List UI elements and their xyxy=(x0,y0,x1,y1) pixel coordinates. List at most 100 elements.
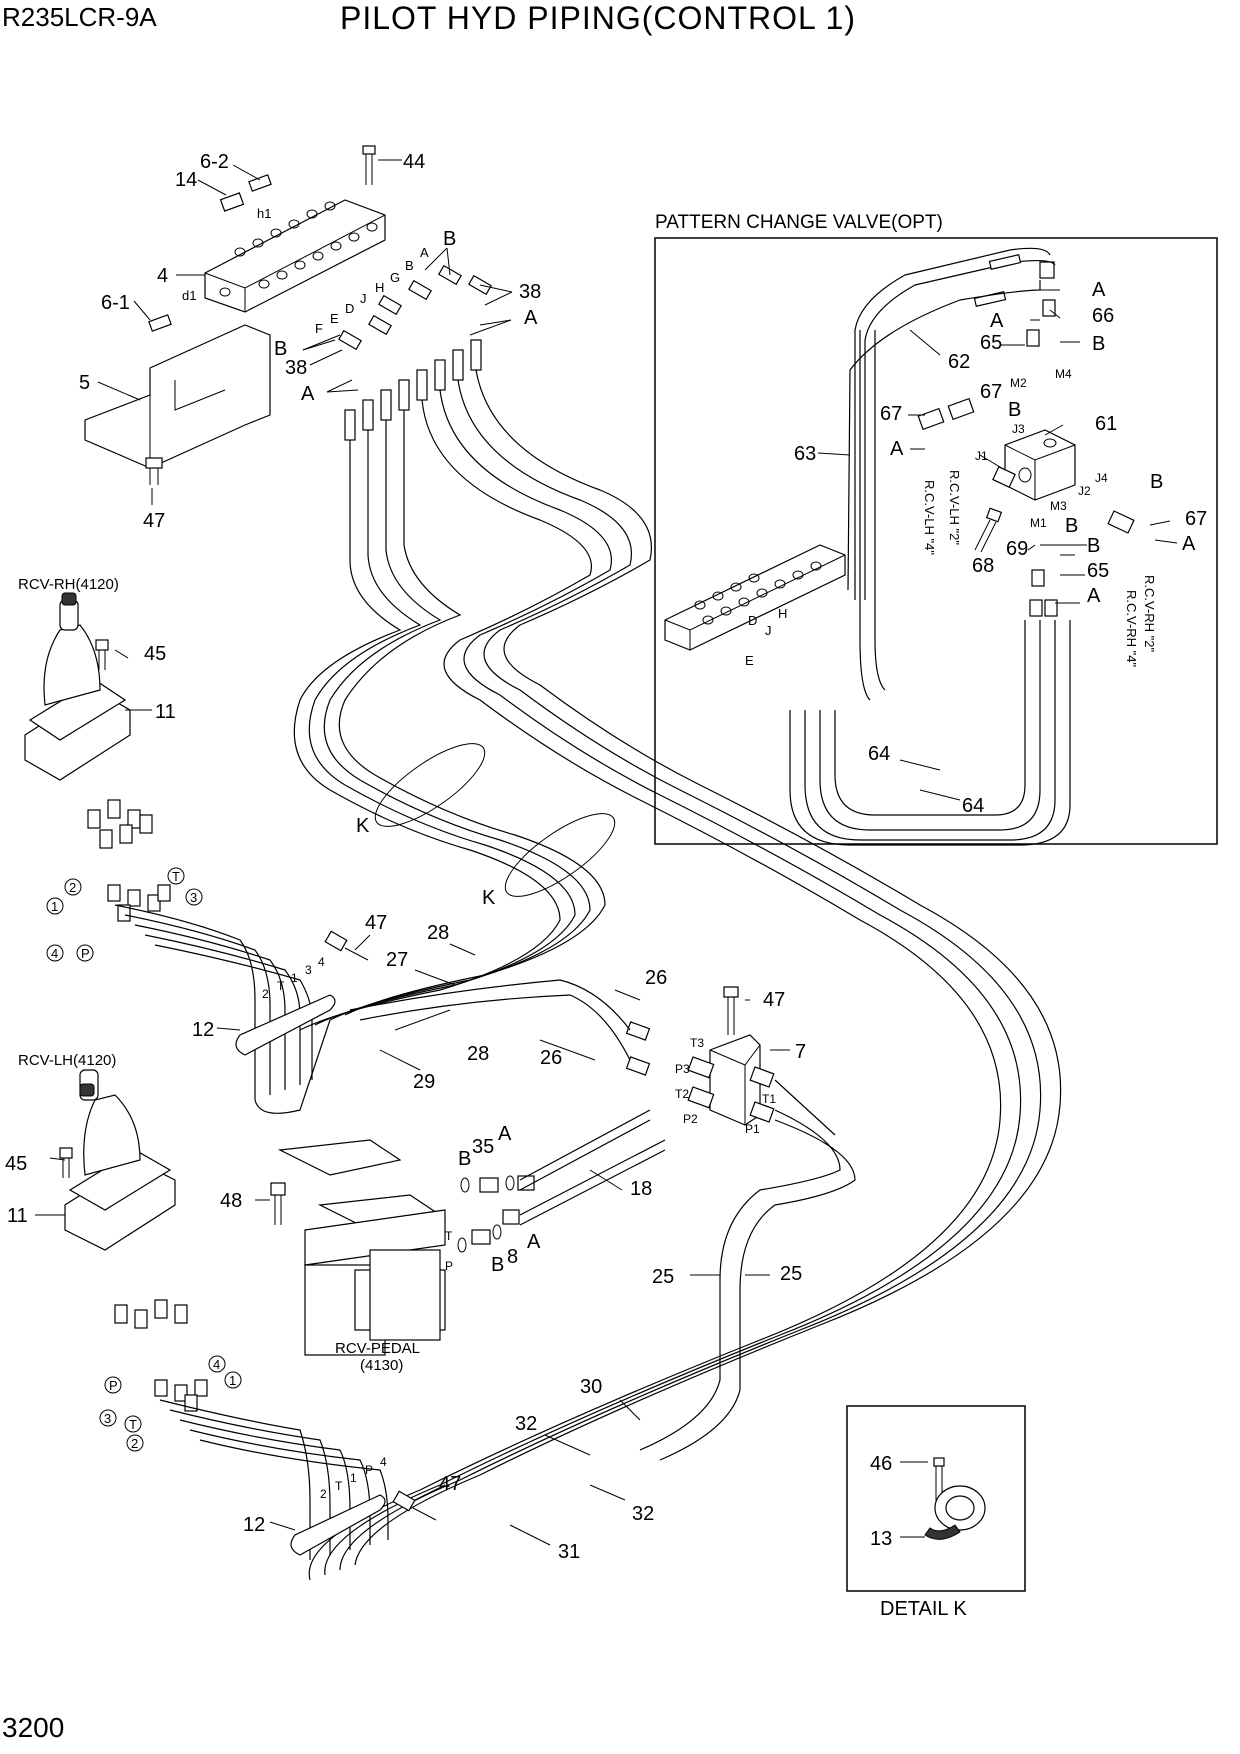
callout-63: 63 xyxy=(794,443,816,465)
callout-66: 66 xyxy=(1092,305,1114,327)
pipe-bundle-main xyxy=(293,369,652,791)
callout-6-1: 6-1 xyxy=(101,292,130,314)
callout-28-upper: 28 xyxy=(427,922,449,944)
block-port-p1: P1 xyxy=(745,1122,760,1136)
callout-45-lh: 45 xyxy=(5,1153,27,1175)
manifold-block xyxy=(204,199,386,313)
callout-32-lower: 32 xyxy=(632,1503,654,1525)
callout-65-lower: 65 xyxy=(1087,560,1109,582)
callout-67-right: 67 xyxy=(1185,508,1207,530)
rcv-rh-label: RCV-RH(4120) xyxy=(18,576,119,593)
pcv-port-m2: M2 xyxy=(1010,376,1027,390)
callout-47-lh-clamp: 47 xyxy=(439,1473,461,1495)
callout-pcv-a-3: A xyxy=(890,438,904,460)
port-d: D xyxy=(345,301,354,316)
callout-68: 68 xyxy=(972,555,994,577)
rcv-lh-label: RCV-LH(4120) xyxy=(18,1052,116,1069)
lh-circle-1: 1 xyxy=(229,1373,236,1388)
callout-32-upper: 32 xyxy=(515,1413,537,1435)
pcv-port-j3: J3 xyxy=(1012,422,1025,436)
pcv-port-e: E xyxy=(745,653,754,668)
pcv-port-m4: M4 xyxy=(1055,367,1072,381)
callout-pcv-b-2: B xyxy=(1008,399,1021,421)
pattern-change-valve-title: PATTERN CHANGE VALVE(OPT) xyxy=(655,212,943,233)
bolt-44 xyxy=(362,145,376,185)
callout-8: 8 xyxy=(507,1246,518,1268)
port-e: E xyxy=(330,311,339,326)
callout-61: 61 xyxy=(1095,413,1117,435)
callout-12-lh: 12 xyxy=(243,1514,265,1536)
callout-35: 35 xyxy=(472,1136,494,1158)
control-block-7 xyxy=(687,1034,775,1126)
rcv-lh-hoses xyxy=(159,1399,389,1560)
port-f: F xyxy=(315,321,323,336)
port-b: B xyxy=(405,258,414,273)
page-number: 3200 xyxy=(2,1712,65,1743)
callout-48: 48 xyxy=(220,1190,242,1212)
page-title: PILOT HYD PIPING(CONTROL 1) xyxy=(340,0,856,36)
callout-67-upper: 67 xyxy=(980,381,1002,403)
lh-circle-2: 2 xyxy=(131,1436,138,1451)
callout-12-rh: 12 xyxy=(192,1019,214,1041)
rcv-pedal xyxy=(277,1139,446,1356)
callout-a-pedal-bottom: A xyxy=(527,1231,541,1253)
callout-k-1: K xyxy=(356,815,370,837)
port-h1: h1 xyxy=(257,206,271,221)
leader-lines xyxy=(35,159,1178,1546)
pcv-hose-64 xyxy=(789,620,1071,846)
callout-pcv-a-1: A xyxy=(1092,279,1106,301)
callout-k-2: K xyxy=(482,887,496,909)
callout-29: 29 xyxy=(413,1071,435,1093)
port-a: A xyxy=(420,245,429,260)
pcv-hose-63 xyxy=(847,280,1041,701)
callout-pcv-a-4: A xyxy=(1182,533,1196,555)
callout-7: 7 xyxy=(795,1041,806,1063)
callout-4: 4 xyxy=(157,265,168,287)
callout-62: 62 xyxy=(948,351,970,373)
pcv-port-j: J xyxy=(765,623,772,638)
rcv-pedal-label: RCV-PEDAL xyxy=(335,1340,420,1357)
lh-hose-mark-2: 2 xyxy=(320,1487,327,1501)
pcv-port-j4: J4 xyxy=(1095,471,1108,485)
hoses-25 xyxy=(639,1079,856,1461)
callout-47-bracket: 47 xyxy=(143,510,165,532)
callout-a-left: A xyxy=(301,383,315,405)
block-port-t3: T3 xyxy=(690,1036,704,1050)
rh-circle-p: P xyxy=(81,946,90,961)
callout-6-2: 6-2 xyxy=(200,151,229,173)
pcv-port-j2: J2 xyxy=(1078,484,1091,498)
callout-38-left: 38 xyxy=(285,357,307,379)
callout-67-left: 67 xyxy=(880,403,902,425)
pcv-port-d: D xyxy=(748,613,757,628)
rh-circle-1: 1 xyxy=(51,899,58,914)
bolt-47-lh-clamp xyxy=(392,1490,437,1521)
rh-hose-mark-3: 3 xyxy=(305,963,312,977)
callout-44: 44 xyxy=(403,151,425,173)
pipe-bundle-lower xyxy=(299,684,1062,1581)
bolt-47-bracket xyxy=(145,457,163,485)
model-name: R235LCR-9A xyxy=(2,2,157,32)
hoses-18 xyxy=(519,1109,666,1226)
callout-26-lower: 26 xyxy=(540,1047,562,1069)
detail-k-marker-1 xyxy=(374,743,486,827)
bolt-47-rh-clamp xyxy=(324,930,369,961)
pcv-valve-61 xyxy=(979,429,1076,501)
callout-pcv-b-1: B xyxy=(1092,333,1105,355)
fitting-6-2 xyxy=(248,174,272,192)
side-text-rcv-rh-4: R.C.V-RH "4" xyxy=(1124,590,1139,668)
bolt-47-block xyxy=(723,986,739,1035)
callout-64-upper: 64 xyxy=(868,743,890,765)
detail-k-clamp xyxy=(924,1457,986,1540)
callout-a-top: A xyxy=(524,307,538,329)
callout-11-lh: 11 xyxy=(7,1205,28,1227)
callout-18: 18 xyxy=(630,1178,652,1200)
callout-26-upper: 26 xyxy=(645,967,667,989)
fitting-14 xyxy=(219,192,245,212)
callout-pcv-b-4: B xyxy=(1065,515,1078,537)
side-text-rcv-lh-4: R.C.V-LH "4" xyxy=(922,480,937,555)
callout-46: 46 xyxy=(870,1453,892,1475)
rh-hose-mark-1: 1 xyxy=(291,971,298,985)
callout-pcv-b-3: B xyxy=(1150,471,1163,493)
pedal-port-p: P xyxy=(445,1259,453,1273)
